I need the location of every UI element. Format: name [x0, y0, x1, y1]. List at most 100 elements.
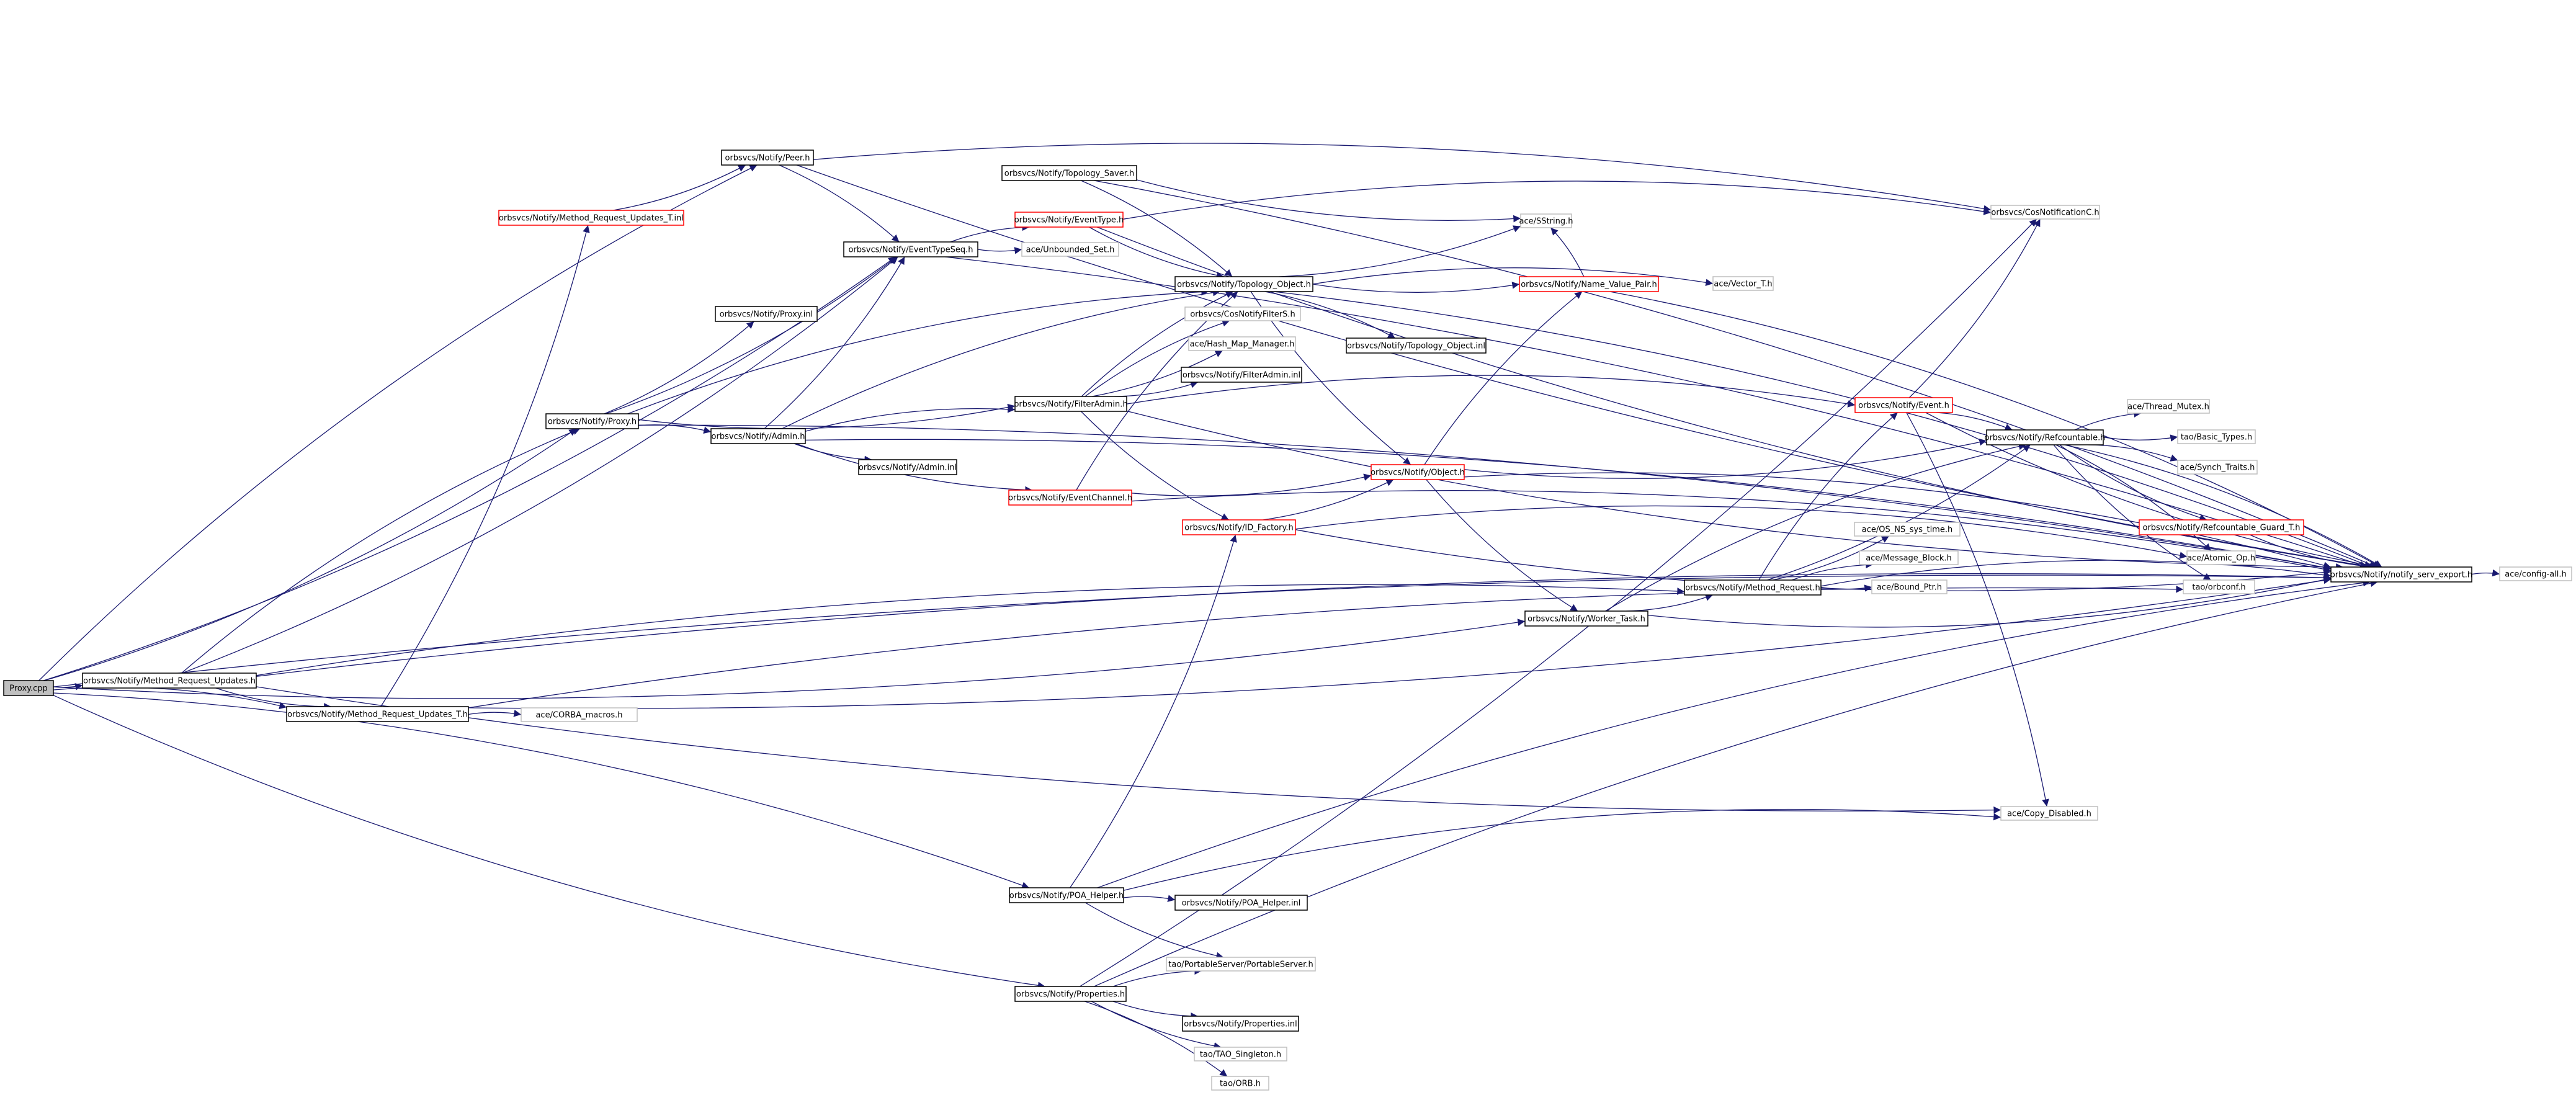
- dependency-edge: [1820, 560, 2332, 587]
- node-thread-mutex[interactable]: ace/Thread_Mutex.h: [2127, 399, 2210, 414]
- node-box: [1371, 464, 1465, 480]
- node-os-ns-sys-time[interactable]: ace/OS_NS_sys_time.h: [1854, 522, 1961, 537]
- node-event-h[interactable]: orbsvcs/Notify/Event.h: [1854, 397, 1953, 413]
- node-label: orbsvcs/Notify/Proxy.inl: [720, 310, 813, 320]
- node-box: [2127, 399, 2210, 414]
- node-label: orbsvcs/Notify/Object.h: [1371, 468, 1465, 478]
- node-box: [1181, 367, 1302, 383]
- node-admin-inl[interactable]: orbsvcs/Notify/Admin.inl: [858, 459, 957, 475]
- node-name-value-pair[interactable]: orbsvcs/Notify/Name_Value_Pair.h: [1519, 276, 1659, 292]
- node-basic-types[interactable]: tao/Basic_Types.h: [2177, 429, 2256, 444]
- node-orb-h[interactable]: tao/ORB.h: [1211, 1076, 1269, 1091]
- dependency-edge: [256, 573, 2332, 677]
- node-message-block[interactable]: ace/Message_Block.h: [1859, 550, 1959, 565]
- dependency-edge: [44, 428, 577, 681]
- node-box: [1184, 306, 1301, 321]
- node-mru-t-inl[interactable]: orbsvcs/Notify/Method_Request_Updates_T.…: [498, 210, 684, 226]
- node-corba-macros[interactable]: ace/CORBA_macros.h: [521, 707, 638, 722]
- node-config-all[interactable]: ace/config-all.h: [2499, 566, 2572, 581]
- dependency-edge: [944, 256, 2368, 568]
- dependency-edge: [1263, 479, 1394, 521]
- node-object-h[interactable]: orbsvcs/Notify/Object.h: [1371, 464, 1465, 480]
- dependency-edge: [1609, 291, 2381, 568]
- node-proxy-cpp[interactable]: Proxy.cpp: [3, 680, 54, 696]
- node-synch-traits[interactable]: ace/Synch_Traits.h: [2177, 460, 2258, 475]
- node-peer-h[interactable]: orbsvcs/Notify/Peer.h: [721, 150, 814, 166]
- node-properties-h[interactable]: orbsvcs/Notify/Properties.h: [1014, 986, 1127, 1002]
- node-box: [1712, 276, 1774, 291]
- node-box: [2000, 806, 2098, 821]
- node-topology-object[interactable]: orbsvcs/Notify/Topology_Object.h: [1174, 276, 1313, 292]
- node-mru-t-h[interactable]: orbsvcs/Notify/Method_Request_Updates_T.…: [286, 706, 469, 722]
- node-topology-object-inl[interactable]: orbsvcs/Notify/Topology_Object.inl: [1346, 337, 1487, 354]
- dependency-edge: [182, 256, 898, 674]
- node-label: ace/Copy_Disabled.h: [2007, 810, 2091, 819]
- node-unbounded-set[interactable]: ace/Unbounded_Set.h: [1021, 242, 1119, 257]
- dependency-edge: [2059, 444, 2207, 521]
- node-eventchannel-h[interactable]: orbsvcs/Notify/EventChannel.h: [1008, 489, 1132, 506]
- node-proxy-h[interactable]: orbsvcs/Notify/Proxy.h: [545, 413, 639, 429]
- node-box: [1854, 397, 1953, 413]
- node-orbconf[interactable]: tao/orbconf.h: [2183, 579, 2255, 594]
- dependency-edge: [1136, 179, 1521, 223]
- node-sstring[interactable]: ace/SString.h: [1519, 213, 1573, 228]
- node-poa-helper-h[interactable]: orbsvcs/Notify/POA_Helper.h: [1009, 887, 1124, 903]
- dependency-edge: [2471, 569, 2500, 577]
- node-box: [1021, 242, 1119, 257]
- node-label: ace/Bound_Ptr.h: [1877, 583, 1942, 592]
- node-cosnotifyfilters[interactable]: orbsvcs/CosNotifyFilterS.h: [1184, 306, 1301, 321]
- node-label: orbsvcs/Notify/Admin.h: [712, 432, 805, 442]
- node-box: [1182, 519, 1296, 535]
- node-vector-t[interactable]: ace/Vector_T.h: [1712, 276, 1774, 291]
- node-mru-h[interactable]: orbsvcs/Notify/Method_Request_Updates.h: [82, 673, 257, 689]
- dependency-edge: [1936, 412, 2013, 431]
- node-copy-disabled[interactable]: ace/Copy_Disabled.h: [2000, 806, 2098, 821]
- dependency-edge: [1080, 411, 1229, 521]
- node-box: [843, 241, 978, 257]
- node-eventtype-h[interactable]: orbsvcs/Notify/EventType.h: [1014, 212, 1124, 228]
- node-label: tao/TAO_Singleton.h: [1200, 1050, 1281, 1060]
- nodes-layer: Proxy.cpp orbsvcs/Notify/Peer.h orbsvcs/No…: [3, 150, 2572, 1091]
- node-box: [1008, 489, 1132, 506]
- node-label: orbsvcs/Notify/Event.h: [1858, 401, 1949, 411]
- node-tao-singleton[interactable]: tao/TAO_Singleton.h: [1194, 1047, 1287, 1061]
- node-filteradmin-inl[interactable]: orbsvcs/Notify/FilterAdmin.inl: [1181, 367, 1302, 383]
- dependency-edge: [53, 619, 1526, 699]
- node-filteradmin-h[interactable]: orbsvcs/Notify/FilterAdmin.h: [1014, 396, 1128, 412]
- node-properties-inl[interactable]: orbsvcs/Notify/Properties.inl: [1182, 1016, 1299, 1032]
- node-admin-h[interactable]: orbsvcs/Notify/Admin.h: [710, 428, 806, 444]
- dependency-edge: [782, 288, 1220, 429]
- node-eventtypeseq-h[interactable]: orbsvcs/Notify/EventTypeSeq.h: [843, 241, 978, 257]
- node-proxy-inl[interactable]: orbsvcs/Notify/Proxy.inl: [715, 306, 818, 322]
- dependency-edge: [1908, 218, 2041, 398]
- node-cosnotif[interactable]: orbsvcs/CosNotificationC.h: [1990, 205, 2100, 220]
- node-refcountable-h[interactable]: orbsvcs/Notify/Refcountable.h: [1984, 429, 2106, 445]
- node-box: [286, 706, 469, 722]
- dependency-edge: [1080, 218, 2037, 987]
- node-worker-task[interactable]: orbsvcs/Notify/Worker_Task.h: [1524, 610, 1648, 627]
- node-box: [710, 428, 806, 444]
- node-hash-map-manager[interactable]: ace/Hash_Map_Manager.h: [1188, 336, 1296, 351]
- node-atomic-op[interactable]: ace/Atomic_Op.h: [2186, 550, 2256, 565]
- node-label: orbsvcs/Notify/Worker_Task.h: [1527, 615, 1645, 624]
- dependency-edge: [43, 256, 897, 681]
- node-box: [2177, 429, 2256, 444]
- node-refcountable-guard[interactable]: orbsvcs/Notify/Refcountable_Guard_T.h: [2139, 519, 2304, 535]
- node-topology-saver[interactable]: orbsvcs/Notify/Topology_Saver.h: [1001, 165, 1137, 181]
- dependency-edge: [2088, 444, 2178, 462]
- node-portableserver[interactable]: tao/PortableServer/PortableServer.h: [1166, 957, 1316, 972]
- dependency-edge: [950, 223, 1030, 243]
- node-label: orbsvcs/Notify/Topology_Saver.h: [1004, 169, 1134, 179]
- node-poa-helper-inl[interactable]: orbsvcs/Notify/POA_Helper.inl: [1174, 895, 1308, 911]
- node-bound-ptr[interactable]: ace/Bound_Ptr.h: [1871, 579, 1948, 594]
- dependency-edge: [779, 164, 900, 243]
- dependency-edge: [53, 687, 287, 710]
- node-method-request-h[interactable]: orbsvcs/Notify/Method_Request.h: [1684, 579, 1822, 596]
- node-label: orbsvcs/Notify/Peer.h: [725, 154, 810, 163]
- node-id-factory[interactable]: orbsvcs/Notify/ID_Factory.h: [1182, 519, 1296, 535]
- dependency-edge: [1085, 320, 1230, 397]
- dependency-edge: [1758, 412, 1898, 581]
- dependency-edge: [1464, 438, 1987, 479]
- node-notify-serv-export[interactable]: orbsvcs/Notify/notify_serv_export.h: [2330, 566, 2472, 583]
- node-box: [1014, 986, 1127, 1002]
